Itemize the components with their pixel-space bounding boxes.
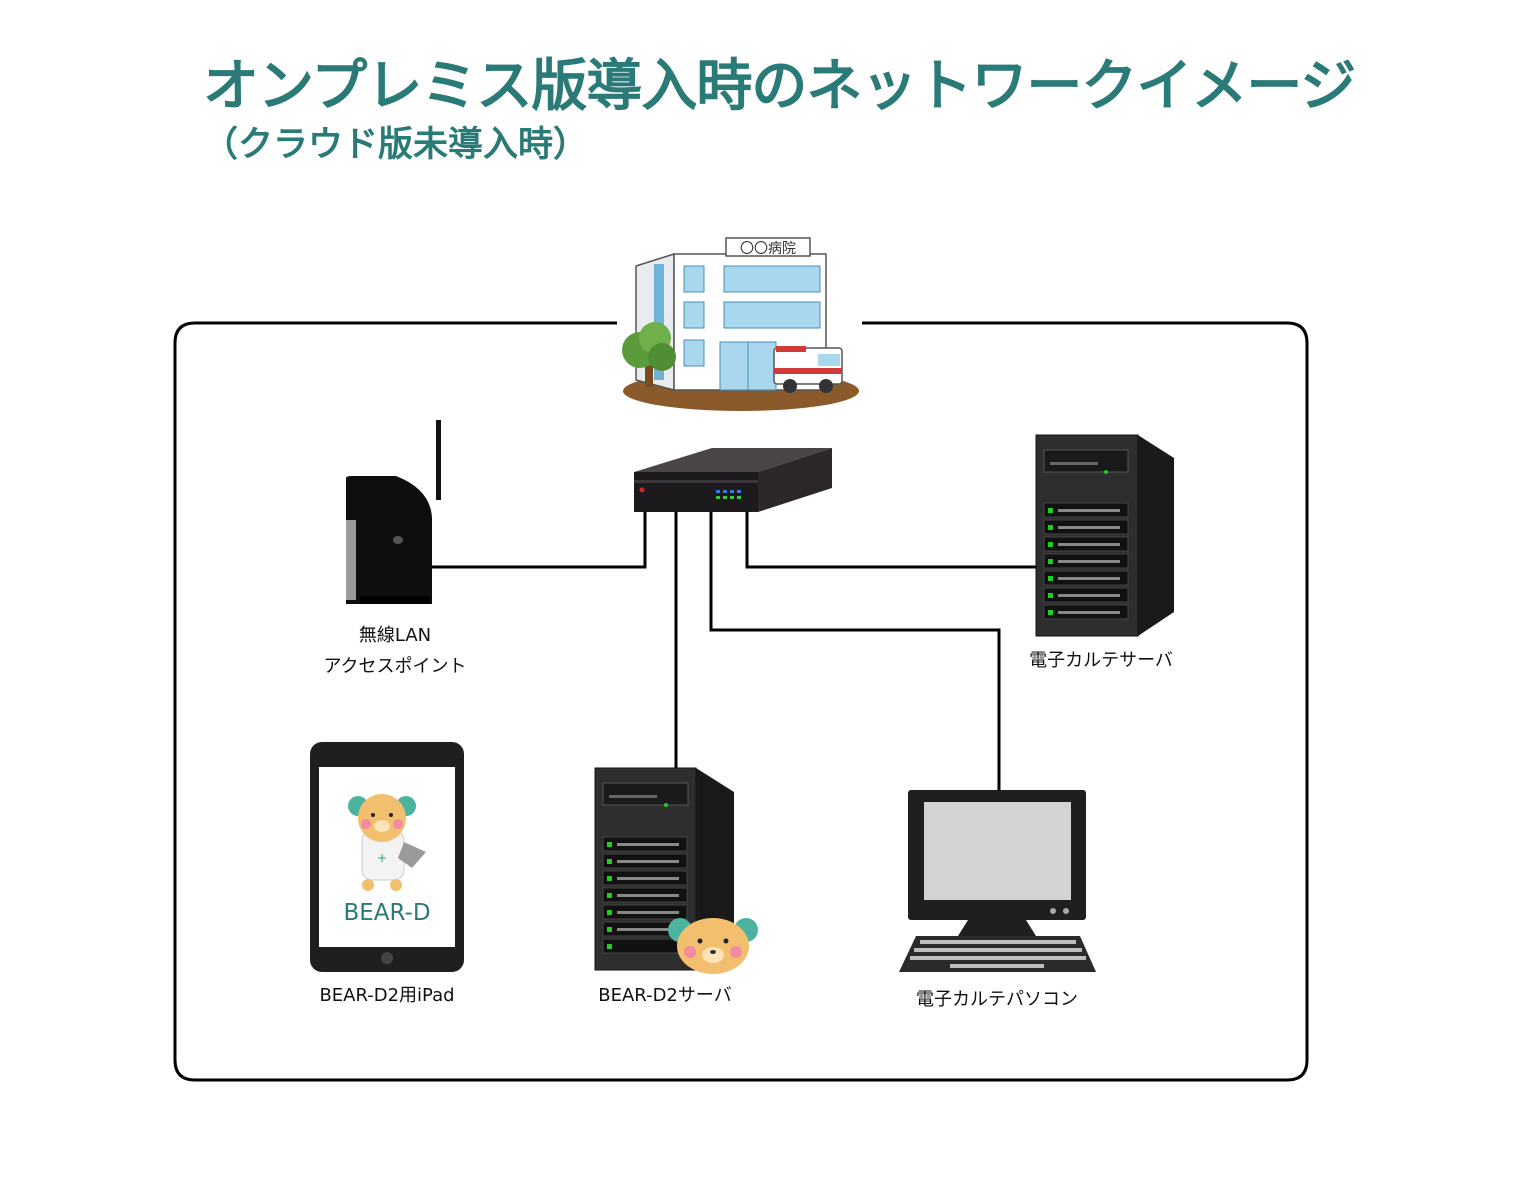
network-boundary (173, 321, 1309, 1082)
connection-lines (432, 512, 1036, 790)
bear-server-label: BEAR-D2サーバ (598, 985, 732, 1006)
line-switch-emr-server (745, 512, 1036, 569)
emr-pc-label: 電子カルテパソコン (916, 989, 1078, 1010)
keyboard-keys (910, 940, 1086, 968)
hospital-sign: 〇〇病院 (740, 241, 796, 257)
page-title: オンプレミス版導入時のネットワークイメージ (203, 54, 1356, 119)
emr-server-label: 電子カルテサーバ (1029, 650, 1173, 671)
line-switch-emr-pc (709, 512, 1001, 790)
wireless-router-icon (346, 420, 441, 604)
line-switch-wlan (432, 512, 647, 569)
network-switch-icon (634, 448, 832, 512)
wlan-label-line2: アクセスポイント (323, 656, 467, 677)
page-subtitle: （クラウド版未導入時） (203, 125, 589, 165)
bear-face-icon (668, 918, 758, 974)
bear-server-icon (594, 767, 758, 974)
emr-server-icon (1035, 434, 1174, 637)
hospital-icon: 〇〇病院 (622, 237, 859, 411)
ipad-label: BEAR-D2用iPad (319, 985, 455, 1006)
desktop-pc-icon (899, 790, 1096, 972)
wlan-label-line1: 無線LAN (358, 625, 432, 646)
ipad-icon: + BEAR-D (310, 742, 464, 972)
bear-mascot-icon: + (348, 794, 426, 891)
svg-text:+: + (377, 851, 387, 865)
ipad-logo: BEAR-D (343, 900, 430, 926)
